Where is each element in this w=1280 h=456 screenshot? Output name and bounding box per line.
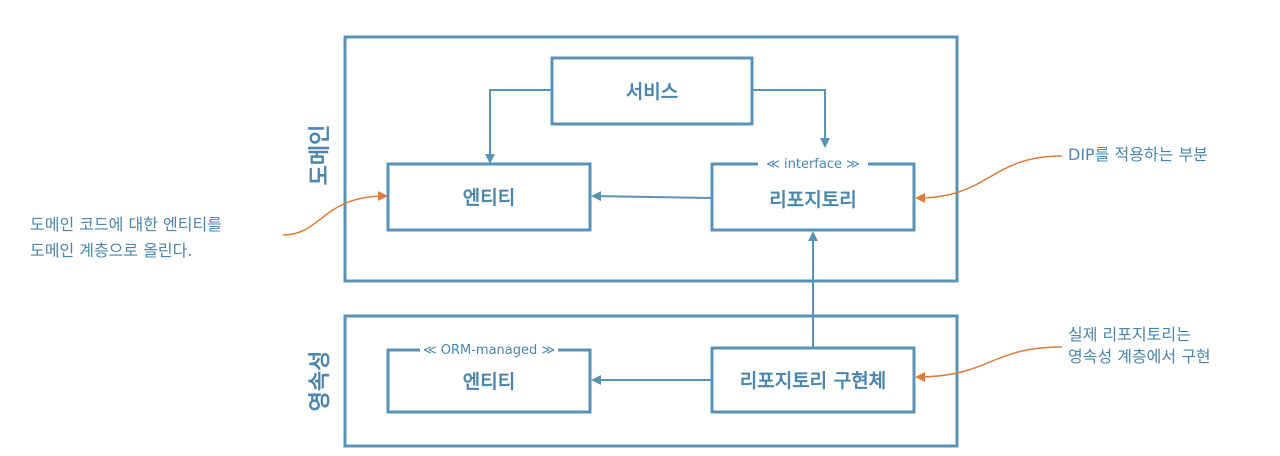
entity-note-line-2: 도메인 계층으로 올린다. (30, 241, 192, 260)
service-box: 서비스 (550, 56, 754, 126)
dependency-arrows (485, 89, 830, 385)
repository-impl-box: 리포지토리 구현체 (710, 346, 916, 414)
impl-note-line-1: 실제 리포지토리는 (1068, 325, 1191, 344)
repository-impl-label: 리포지토리 구현체 (740, 370, 886, 392)
entity-note-line-1: 도메인 코드에 대한 엔티티를 (30, 215, 222, 234)
domain-layer-frame (343, 35, 959, 283)
orm-entity-label: 엔티티 (463, 371, 515, 393)
dip-note-line-1: DIP를 적용하는 부분 (1068, 145, 1208, 164)
impl-note-line-2: 영속성 계층에서 구현 (1068, 347, 1211, 366)
orm-entity-box: ≪ ORM-managed ≫ 엔티티 (386, 340, 592, 414)
domain-layer: 도메인 (308, 35, 959, 283)
entity-note: 도메인 코드에 대한 엔티티를 도메인 계층으로 올린다. (30, 215, 222, 260)
persistence-layer-frame (343, 314, 959, 448)
orm-entity-stereotype: ≪ ORM-managed ≫ (423, 343, 555, 358)
domain-entity-label: 엔티티 (463, 187, 515, 209)
repository-stereotype: ≪ interface ≫ (766, 157, 859, 172)
persistence-layer: 영속성 (308, 314, 959, 448)
domain-entity-box: 엔티티 (386, 162, 592, 232)
repository-interface-box: ≪ interface ≫ 리포지토리 (710, 154, 916, 232)
service-to-entity-arrow (485, 89, 552, 164)
impl-note: 실제 리포지토리는 영속성 계층에서 구현 (1068, 325, 1211, 366)
service-label: 서비스 (626, 81, 678, 103)
dip-note: DIP를 적용하는 부분 (1068, 145, 1208, 164)
impl-note-arrow (915, 346, 1063, 382)
domain-layer-label: 도메인 (308, 125, 333, 186)
persistence-layer-label: 영속성 (308, 351, 333, 412)
entity-note-arrow (282, 191, 388, 236)
service-to-repository-arrow (752, 89, 830, 148)
repository-to-entity-arrow (591, 191, 713, 202)
note-arrows (282, 155, 1063, 382)
dip-note-arrow (915, 155, 1063, 203)
repository-label: 리포지토리 (769, 189, 856, 211)
